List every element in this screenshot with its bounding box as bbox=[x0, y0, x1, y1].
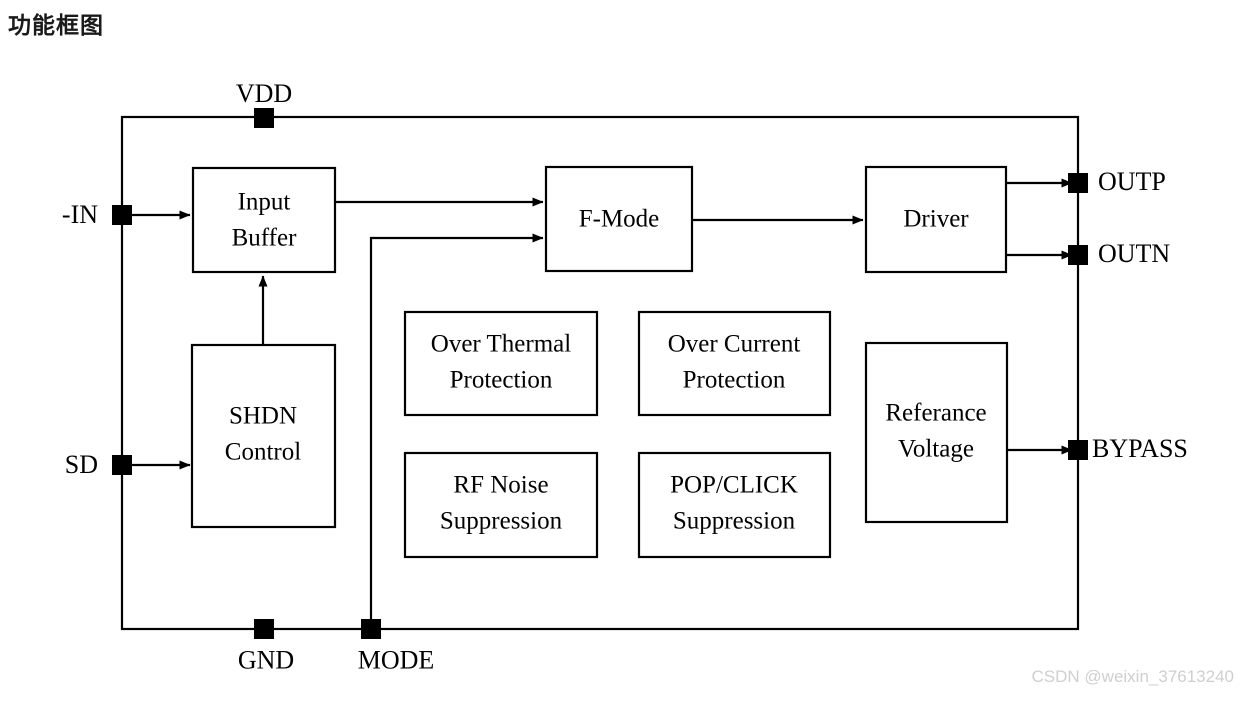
pin-in-neg-square[interactable] bbox=[112, 205, 132, 225]
block-over-thermal-protection-line2: Protection bbox=[450, 367, 553, 394]
pin-vdd-square[interactable] bbox=[254, 108, 274, 128]
block-referance-voltage[interactable]: Referance Voltage bbox=[864, 341, 1009, 524]
pin-vdd-label: VDD bbox=[236, 79, 292, 108]
pin-bypass-square[interactable] bbox=[1068, 440, 1088, 460]
block-pop-click-suppression-line2: Suppression bbox=[673, 508, 796, 535]
pin-outp-label: OUTP bbox=[1098, 167, 1166, 196]
block-pop-click-suppression-line1: POP/CLICK bbox=[670, 472, 798, 499]
pin-bypass-label: BYPASS bbox=[1092, 434, 1188, 463]
pin-outn[interactable]: OUTN bbox=[1068, 239, 1170, 268]
pin-in-neg-label: -IN bbox=[62, 200, 98, 229]
block-driver-line1: Driver bbox=[903, 206, 969, 233]
pin-outn-label: OUTN bbox=[1098, 239, 1170, 268]
pin-outp-square[interactable] bbox=[1068, 173, 1088, 193]
wire-mode-to-f-mode bbox=[369, 233, 544, 629]
pin-bypass[interactable]: BYPASS bbox=[1068, 434, 1188, 463]
block-shdn-control-line1: SHDN bbox=[229, 403, 297, 430]
block-f-mode-line1: F-Mode bbox=[579, 206, 660, 233]
block-over-thermal-protection-line1: Over Thermal bbox=[431, 331, 572, 358]
csdn-watermark: CSDN @weixin_37613240 bbox=[1031, 667, 1234, 686]
block-input-buffer-line2: Buffer bbox=[232, 225, 297, 252]
block-shdn-control[interactable]: SHDN Control bbox=[190, 343, 337, 529]
block-input-buffer-line1: Input bbox=[238, 189, 291, 216]
pin-in-neg[interactable]: -IN bbox=[62, 200, 132, 229]
block-over-current-protection[interactable]: Over Current Protection bbox=[637, 310, 832, 417]
block-rf-noise-suppression-line2: Suppression bbox=[440, 508, 563, 535]
pin-mode[interactable]: MODE bbox=[358, 619, 435, 674]
block-over-current-protection-line2: Protection bbox=[683, 367, 786, 394]
block-input-buffer[interactable]: Input Buffer bbox=[191, 166, 337, 274]
block-referance-voltage-line1: Referance bbox=[885, 400, 986, 427]
page-title: 功能框图 bbox=[8, 13, 104, 39]
pin-sd[interactable]: SD bbox=[65, 450, 132, 479]
pin-outp[interactable]: OUTP bbox=[1068, 167, 1166, 196]
chip-boundary bbox=[120, 115, 1080, 631]
pin-sd-label: SD bbox=[65, 450, 98, 479]
pin-gnd-label: GND bbox=[238, 645, 294, 674]
block-driver[interactable]: Driver bbox=[864, 165, 1008, 274]
pin-mode-square[interactable] bbox=[361, 619, 381, 639]
block-over-thermal-protection[interactable]: Over Thermal Protection bbox=[403, 310, 599, 417]
block-rf-noise-suppression[interactable]: RF Noise Suppression bbox=[403, 451, 599, 559]
block-pop-click-suppression[interactable]: POP/CLICK Suppression bbox=[637, 451, 832, 559]
pin-mode-label: MODE bbox=[358, 645, 435, 674]
block-shdn-control-line2: Control bbox=[225, 439, 301, 466]
pin-gnd[interactable]: GND bbox=[238, 619, 294, 674]
block-referance-voltage-line2: Voltage bbox=[898, 436, 974, 463]
block-f-mode[interactable]: F-Mode bbox=[544, 165, 694, 273]
block-over-current-protection-line1: Over Current bbox=[668, 331, 801, 358]
pin-outn-square[interactable] bbox=[1068, 245, 1088, 265]
pin-gnd-square[interactable] bbox=[254, 619, 274, 639]
pin-vdd[interactable]: VDD bbox=[236, 79, 292, 128]
block-rf-noise-suppression-line1: RF Noise bbox=[453, 472, 548, 499]
pin-sd-square[interactable] bbox=[112, 455, 132, 475]
